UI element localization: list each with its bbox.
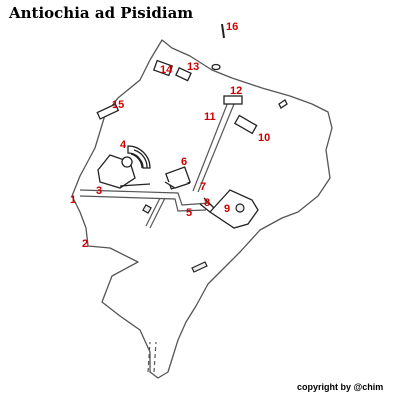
site-label-1: 1 <box>70 194 76 206</box>
building-10 <box>233 114 258 135</box>
site-label-16: 16 <box>226 21 238 33</box>
building-6 <box>164 166 191 190</box>
copyright-notice: copyright by @chim <box>297 382 384 392</box>
building-15 <box>96 103 120 120</box>
small-structure <box>211 63 221 71</box>
south-path-2 <box>153 341 157 373</box>
site-label-13: 13 <box>187 61 199 73</box>
site-label-9: 9 <box>224 203 230 215</box>
city-wall-outline <box>71 39 333 379</box>
site-label-11: 11 <box>204 111 216 123</box>
site-label-8: 8 <box>204 197 210 209</box>
gate-12 <box>223 95 243 105</box>
building-14 <box>152 59 174 77</box>
theatre-structure <box>97 145 151 189</box>
site-label-3: 3 <box>96 185 102 197</box>
south-street <box>149 197 166 229</box>
marker-16 <box>221 23 225 39</box>
cardo-street <box>192 101 229 192</box>
feature-small-1 <box>142 204 152 214</box>
main-street <box>79 189 211 206</box>
site-label-5: 5 <box>186 207 192 219</box>
south-street-edge <box>145 197 161 227</box>
site-label-7: 7 <box>200 181 206 193</box>
south-path-1 <box>147 341 151 373</box>
site-label-2: 2 <box>82 238 88 250</box>
site-label-12: 12 <box>230 85 242 97</box>
map-title: Antiochia ad Pisidiam <box>9 4 194 22</box>
site-label-14: 14 <box>160 64 173 76</box>
main-street-edge <box>79 195 207 212</box>
site-label-15: 15 <box>112 99 124 111</box>
feature-small-2 <box>191 261 208 273</box>
cardo-street-edge <box>197 103 235 193</box>
feature-small-3 <box>278 99 288 109</box>
site-label-6: 6 <box>181 156 187 168</box>
site-label-10: 10 <box>258 132 270 144</box>
temple-complex <box>199 189 259 229</box>
site-label-4: 4 <box>120 139 127 151</box>
building-13 <box>175 66 192 82</box>
